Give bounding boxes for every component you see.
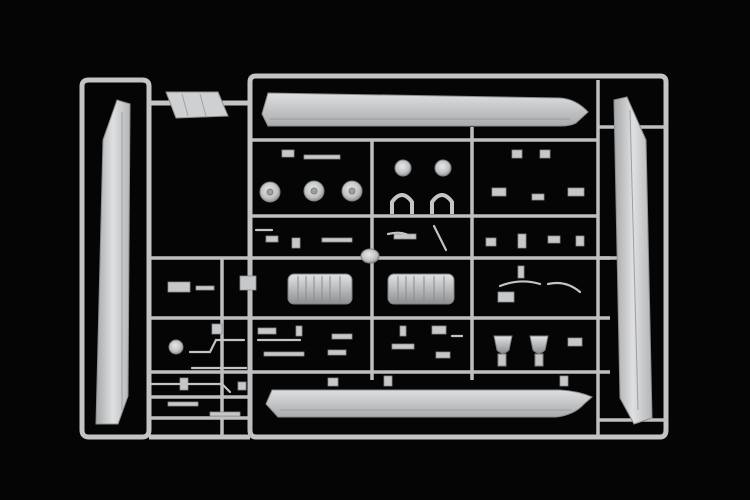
rotor-blade-top — [261, 92, 589, 127]
rotor-blade-right — [613, 96, 653, 425]
sprue-runners — [149, 80, 666, 437]
rotor-blade-left — [95, 99, 131, 425]
panel-part-top — [165, 91, 229, 119]
engine-right — [387, 273, 455, 305]
rotor-blade-bottom — [265, 389, 593, 418]
arch-parts — [390, 193, 454, 214]
engine-cap — [360, 248, 380, 264]
bell-parts — [493, 335, 549, 367]
wheel-parts — [168, 159, 452, 355]
rod-parts — [148, 224, 582, 394]
engine-left — [287, 273, 353, 305]
